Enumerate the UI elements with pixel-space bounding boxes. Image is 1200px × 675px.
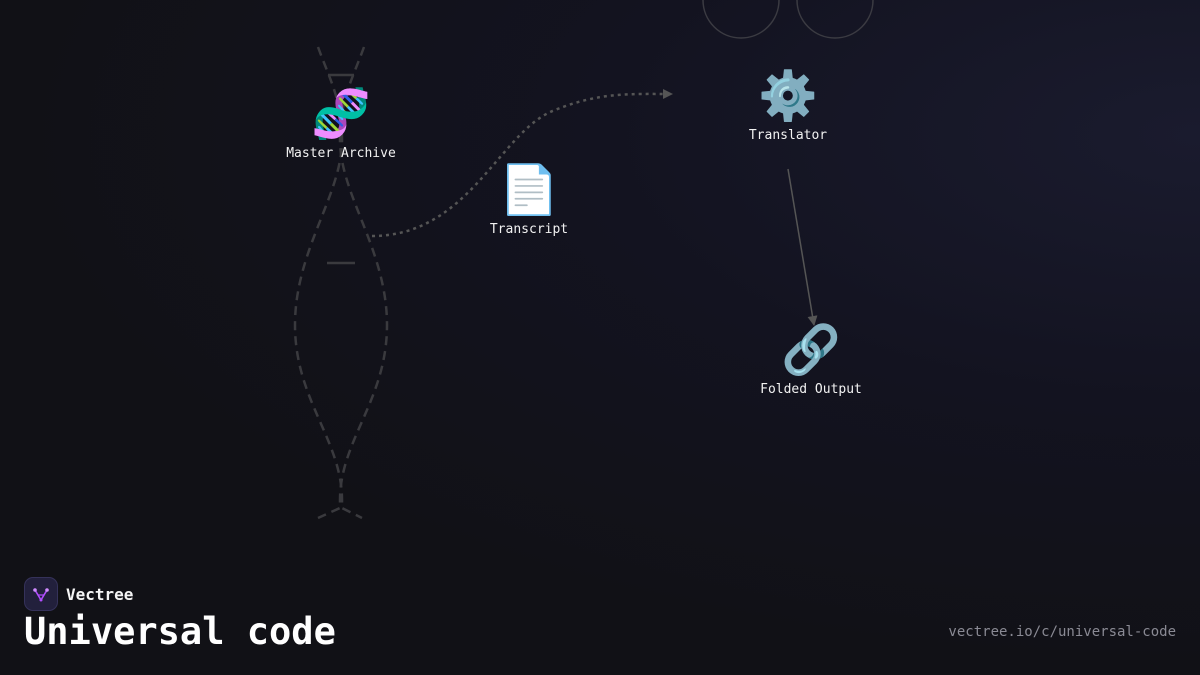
dna-icon: 🧬: [311, 86, 371, 142]
page-title: Universal code: [24, 610, 336, 653]
node-label: Transcript: [489, 222, 569, 237]
node-translator[interactable]: ⚙️ Translator: [749, 68, 827, 143]
node-folded-output[interactable]: 🔗 Folded Output: [760, 322, 862, 397]
link-icon: 🔗: [781, 322, 841, 378]
node-master-archive[interactable]: 🧬 Master Archive: [286, 86, 396, 161]
brand-name: Vectree: [66, 584, 134, 604]
node-transcript[interactable]: 📄 Transcript: [490, 162, 568, 237]
node-label: Master Archive: [286, 146, 396, 161]
edge-translator-to-output: [787, 168, 818, 326]
brand[interactable]: Vectree: [24, 577, 133, 611]
helix-backdrop: [293, 46, 389, 520]
decorative-circle-right: [796, 0, 874, 39]
vectree-logo-icon: [24, 577, 58, 611]
node-label: Translator: [748, 128, 828, 143]
document-icon: 📄: [499, 162, 559, 218]
gear-icon: ⚙️: [758, 68, 818, 124]
decorative-circle-left: [702, 0, 780, 39]
node-label: Folded Output: [760, 382, 862, 397]
edge-archive-to-translator: [371, 88, 673, 238]
page-url[interactable]: vectree.io/c/universal-code: [948, 624, 1176, 640]
